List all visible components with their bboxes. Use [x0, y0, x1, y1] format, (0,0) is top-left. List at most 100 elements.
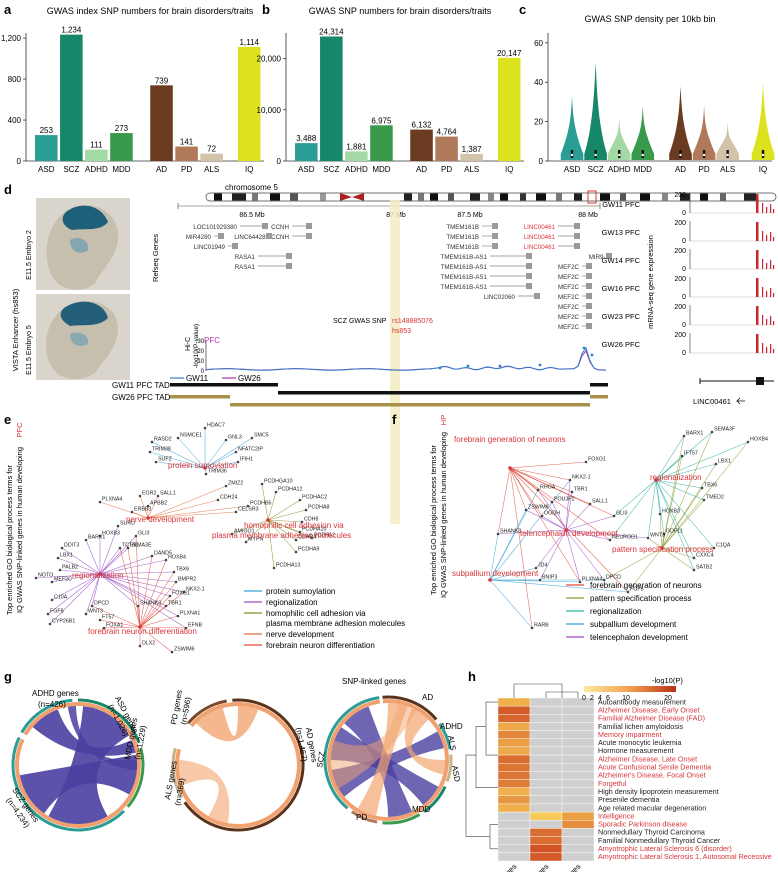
network-f-edge [509, 467, 533, 629]
hic-label: Hi-C [185, 337, 192, 351]
network-e-edge [99, 559, 167, 575]
network-e-gene-label: NKX2-1 [186, 587, 205, 593]
network-f-gene-node [538, 578, 542, 582]
ideogram-band [430, 193, 438, 201]
refseq-gene-exon [306, 223, 312, 229]
heatmap-row-label: Hormone measurement [598, 746, 674, 755]
network-e-edge [231, 519, 269, 535]
chart-a-xtick-adhd: ADHD [85, 165, 108, 174]
rna-peak-minor [762, 203, 764, 213]
rna-ylabel: mRNA-seq gene expression [646, 235, 655, 329]
embryo-label-1: E11.5 Embryo 2 [26, 230, 33, 280]
rna-peak-minor [762, 259, 764, 269]
network-f-gene-label: GLI3 [616, 511, 628, 517]
network-f-gene-label: PLXNA4 [582, 577, 602, 583]
network-f-gene-node [682, 434, 686, 438]
network-f-gene-label: BNIP3 [542, 575, 557, 581]
network-f-gene-label: NEUROD1 [612, 535, 638, 541]
chart-a-value-label-mdd: 273 [115, 124, 129, 133]
network-e-gene-node [90, 604, 94, 608]
rna-peak-main [756, 334, 759, 353]
network-e-gene-label: FT57 [102, 615, 114, 621]
network-e-gene-node [184, 626, 188, 630]
network-e-gene-label: CYP26B1 [52, 619, 75, 625]
hic-ytick-label: 10 [197, 359, 204, 365]
chart-a-ytick-label: 1,200 [1, 34, 22, 43]
scale-tick-86.5: 86.5 Mb [239, 212, 264, 219]
network-e-edge [139, 626, 187, 629]
network-f-gene-label: ZSWIM6 [528, 505, 549, 511]
hic-legend-gw11: GW11 [186, 374, 209, 383]
hub-label-forebrain-generation: forebrain generation of neurons [454, 435, 566, 444]
chart-a-value-label-iq: 1,114 [239, 38, 259, 47]
network-e-edge [99, 525, 119, 575]
network-e-gene-node [310, 536, 314, 540]
refseq-gene-label: TMEM161B [446, 234, 479, 241]
heatmap-legend-tick: 6 [606, 695, 610, 702]
chart-c-violin-ad [669, 86, 692, 160]
rna-tick-bottom: 0 [682, 266, 686, 273]
network-f-edge [627, 547, 663, 593]
panel-e-label: e [4, 412, 11, 427]
network-e-gene-label: SUFZ [158, 457, 173, 463]
chart-b-xtick-iq: IQ [505, 165, 513, 174]
heatmap-column-label: PD genes [553, 862, 583, 872]
chart-b-value-label-als: 1,387 [462, 145, 483, 154]
network-e-gene-label: PALB2 [62, 565, 78, 571]
chart-c-xtick-adhd: ADHD [608, 165, 631, 174]
rna-peak-minor [770, 260, 772, 269]
chart-a-bar-pd [175, 146, 198, 161]
rna-tick-top: 200 [674, 276, 686, 283]
heatmap-row-dendrogram [465, 701, 498, 850]
network-e-gene-label: ZSWIM6 [174, 647, 195, 653]
network-e-gene-label: CDH24 [220, 495, 237, 501]
tad-gw11-3 [590, 383, 608, 387]
chart-b-value-label-ad: 6,132 [412, 121, 433, 130]
network-e-edge [59, 569, 101, 575]
network-e-edge [139, 571, 175, 628]
rna-peak-minor [762, 287, 764, 297]
chart-c-xtick-asd: ASD [564, 165, 581, 174]
network-f-edge [565, 529, 649, 539]
refseq-gene-exon [586, 263, 592, 269]
network-e-gene-node [164, 558, 168, 562]
chart-b-xtick-mdd: MDD [372, 165, 390, 174]
network-e-gene-label: HDAC7 [207, 423, 225, 429]
network-e-edge [139, 555, 153, 628]
network-e-gene-node [230, 532, 234, 536]
heatmap-cell [561, 803, 595, 813]
refseq-gene-label: LOC101929380 [193, 224, 237, 231]
network-e-gene-node [244, 540, 248, 544]
network-f-edge [489, 479, 571, 581]
chord-right-ribbon-ad-als [404, 708, 445, 775]
network-e-gene-node [156, 494, 160, 498]
network-e-edge [119, 547, 141, 628]
chart-c-median-adhd [618, 153, 621, 157]
network-e-edge [99, 573, 139, 607]
refseq-genes-label: Refseq Genes [151, 234, 160, 282]
network-f-edge [509, 467, 629, 593]
network-f-gene-label: LBX1 [718, 459, 731, 465]
refseq-gene-label: MEF2C [558, 274, 580, 281]
network-e-edge [99, 547, 121, 575]
chart-a-value-label-adhd: 111 [90, 141, 103, 150]
chord-left-outer-scz [11, 736, 126, 832]
network-f-edge [509, 467, 581, 583]
rna-peak-minor [773, 293, 775, 297]
snp-label: SCZ GWAS SNP [333, 318, 387, 325]
chord-mid-ribbon-als-ad [179, 759, 230, 824]
heatmap-cell [497, 828, 531, 837]
legend-f-term: forebrain generation of neurons [590, 581, 702, 590]
chart-c-xtick-pd: PD [699, 165, 710, 174]
network-e-edge [91, 573, 101, 607]
ideogram-band [270, 193, 280, 201]
chord-label-mdd: MDD [412, 805, 430, 814]
panel-e: e Top enriched GO biological process ter… [4, 412, 405, 654]
network-f-gene-node [530, 626, 534, 630]
ideogram-band [520, 193, 526, 201]
network-f-edge [565, 529, 605, 581]
network-f-edge [509, 467, 611, 541]
